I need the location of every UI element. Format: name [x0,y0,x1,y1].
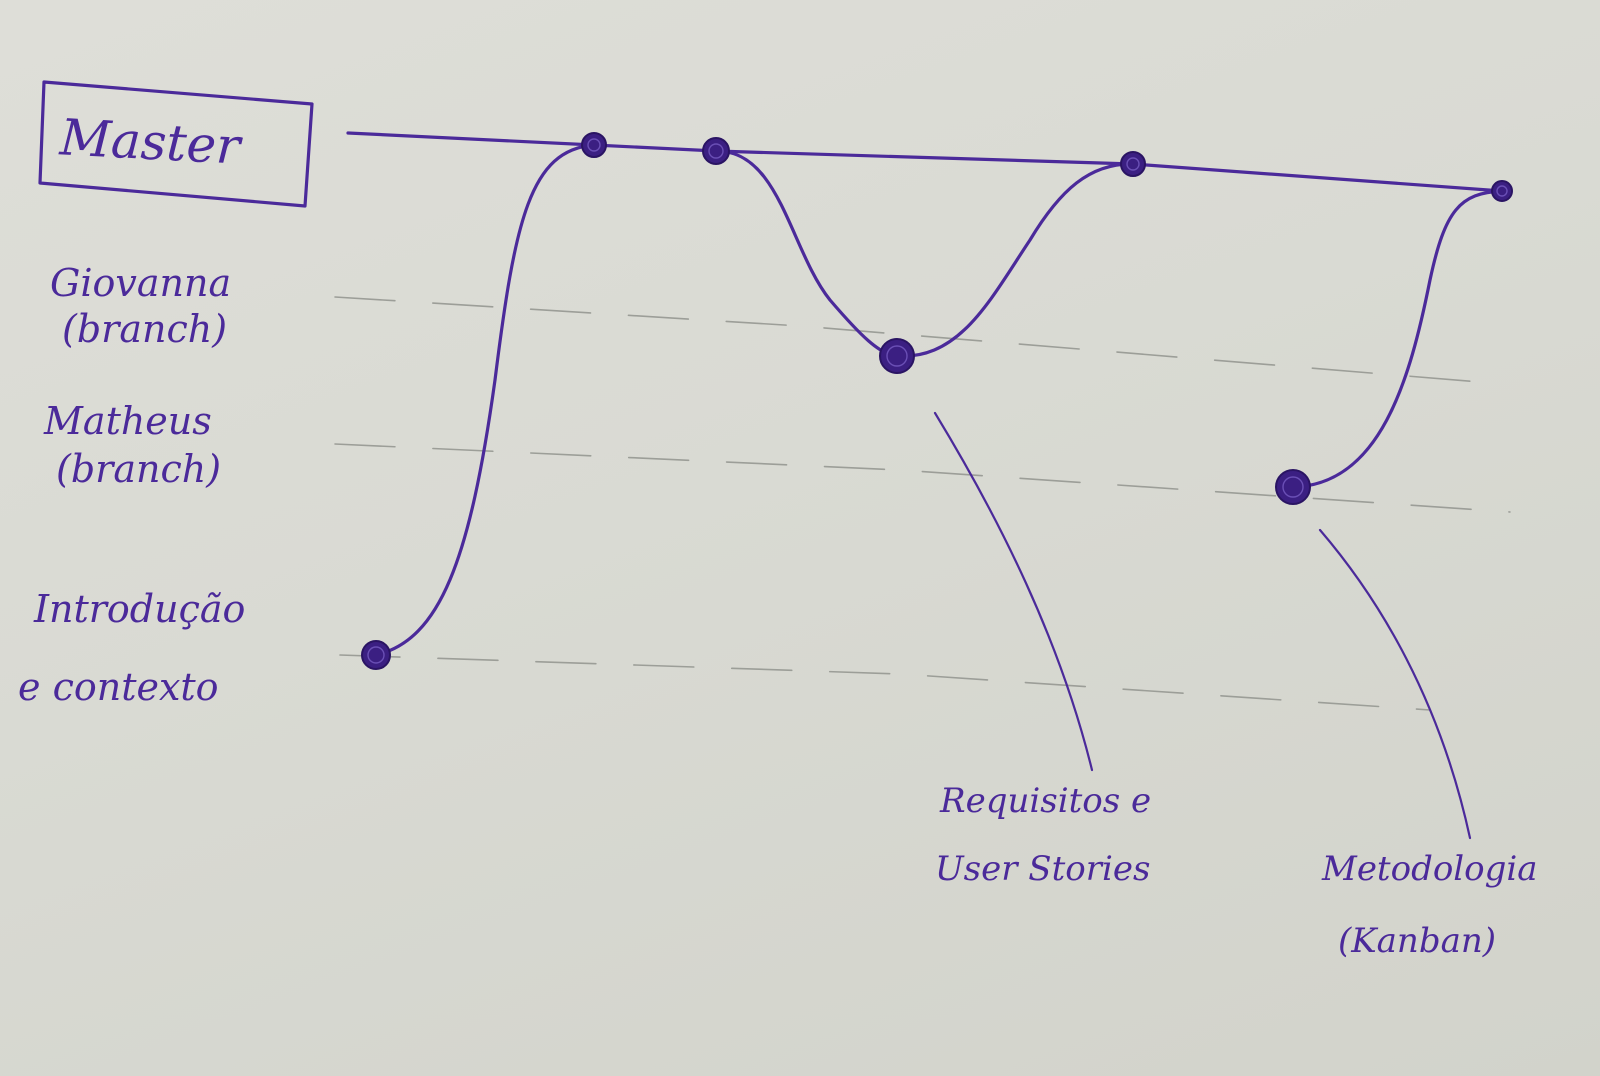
master-label-box [38,80,314,208]
commits [361,132,1513,670]
master-label-text: Master [57,108,244,176]
commit-giovanna [879,338,915,374]
lane-guide-intro [339,654,1431,711]
intro-label-line1: Introdução [33,587,245,631]
branch-label-giovanna-type: (branch) [62,307,227,351]
branch-label-matheus: Matheus (branch) [43,399,221,491]
intro-label-line2: e contexto [18,665,219,709]
lane-guide-giovanna [334,296,1481,383]
commit-master-2 [702,137,730,165]
master-line [346,131,1504,193]
branch-label-matheus-type: (branch) [56,447,221,491]
commit-intro [361,640,391,670]
annotation-metodologia-line2: (Kanban) [1338,921,1496,961]
commit-master-3 [1120,151,1146,177]
branch-matheus [1291,189,1504,489]
annotation-requisitos: Requisitos e User Stories [935,781,1151,889]
branch-intro-to-master [374,143,596,657]
annotation-requisitos-line1: Requisitos e [939,781,1151,821]
pointer-requisitos [933,411,1094,772]
lane-guides [334,296,1511,711]
annotation-requisitos-line2: User Stories [935,849,1150,889]
pointer-metodologia [1318,528,1472,840]
intro-label: Introdução e contexto [18,587,245,709]
annotation-metodologia-line1: Metodologia [1321,849,1538,889]
annotation-metodologia: Metodologia (Kanban) [1321,849,1538,961]
branch-label-giovanna-name: Giovanna [50,261,231,305]
commit-master-4 [1491,180,1513,202]
branch-label-matheus-name: Matheus [43,399,212,443]
commit-matheus [1275,469,1311,505]
branch-label-giovanna: Giovanna (branch) [50,261,231,351]
commit-master-1 [581,132,607,158]
master-label: Master [38,80,314,208]
